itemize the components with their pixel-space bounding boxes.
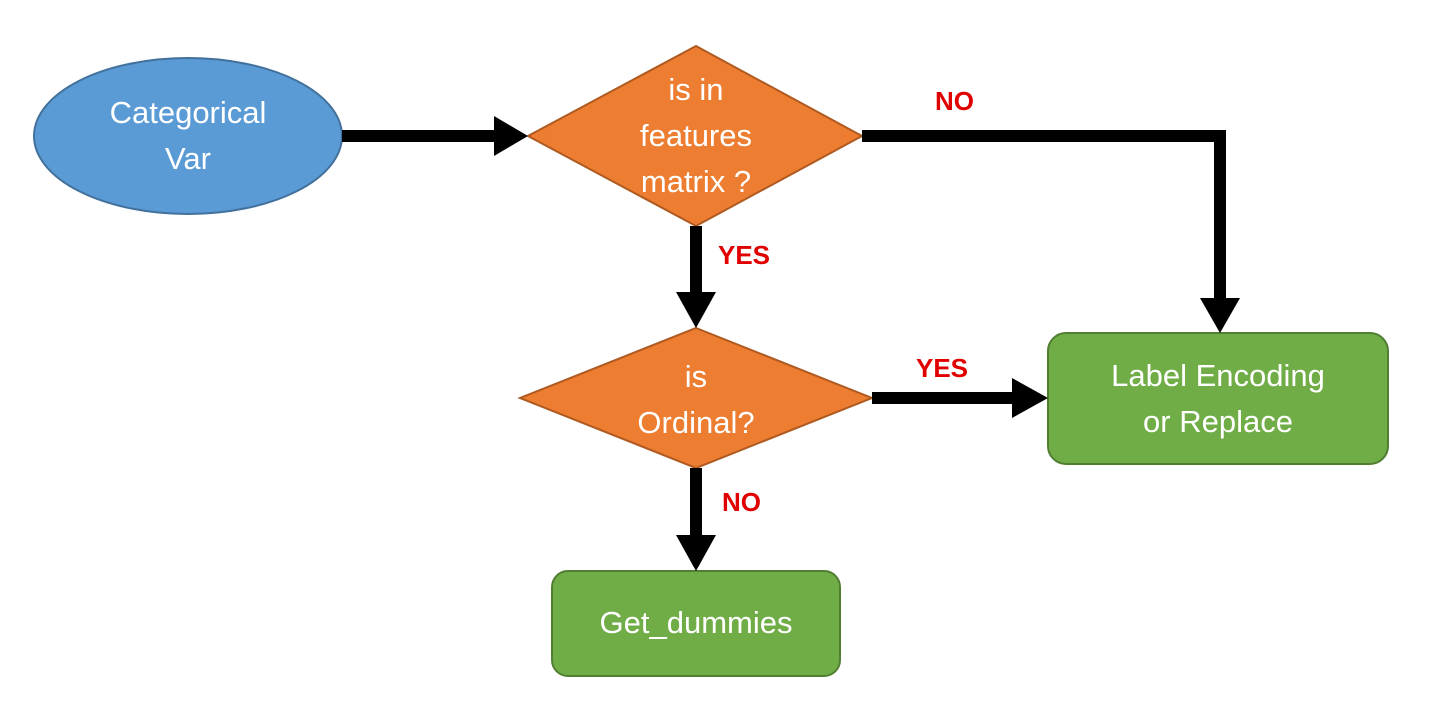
start-line-2: Var [165,141,211,176]
get-dummies-text: Get_dummies [552,600,840,646]
decision-features-text: is in features matrix ? [600,67,792,205]
label-encoding-text: Label Encoding or Replace [1048,353,1388,445]
decision-ordinal-line-2: Ordinal? [637,405,755,440]
arrow-start-to-features [342,116,528,156]
decision-ordinal-text: is Ordinal? [600,354,792,446]
edge-label-features-no: NO [935,86,974,116]
start-node-text: Categorical Var [60,90,316,182]
arrow-ordinal-no-to-get-dummies [676,468,716,571]
arrow-ordinal-yes-to-label-encoding [872,378,1048,418]
get-dummies-line-1: Get_dummies [599,605,793,640]
arrow-features-yes-to-ordinal [676,226,716,328]
decision-features-line-1: is in [668,72,724,107]
start-line-1: Categorical [109,95,267,130]
edge-label-ordinal-no: NO [722,487,761,517]
label-encoding-box [1047,332,1389,465]
arrow-features-no-to-label-encoding [862,130,1240,333]
edge-label-features-yes: YES [718,240,771,270]
edge-label-ordinal-yes: YES [916,353,969,383]
decision-features-line-3: matrix ? [640,164,752,199]
decision-features-line-2: features [639,118,752,153]
decision-ordinal-line-1: is [684,359,708,394]
label-encoding-line-2: or Replace [1143,404,1293,439]
label-encoding-line-1: Label Encoding [1111,358,1325,393]
